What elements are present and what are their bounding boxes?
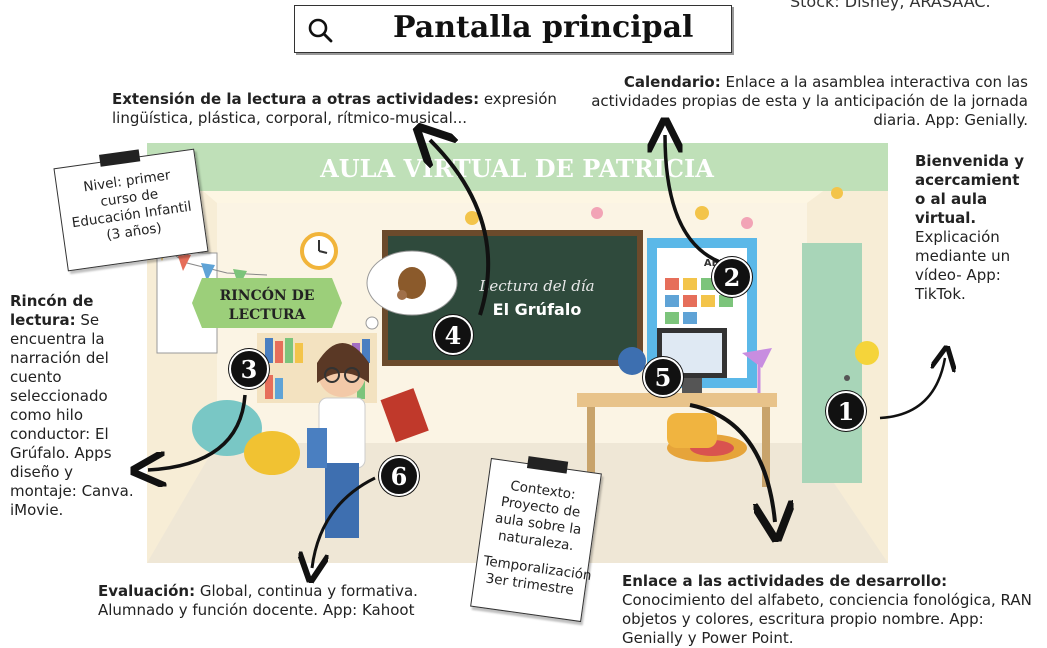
annotation-rincon: Rincón de lectura: Se encuentra la narra… <box>10 292 142 520</box>
badge-3[interactable]: 3 <box>229 349 269 389</box>
stock-credit: Stock: Disney, ARASAAC. <box>790 0 991 11</box>
annotation-enlace: Enlace a las actividades de desarrollo: … <box>622 572 1044 648</box>
annotation-enlace-text: Conocimiento del alfabeto, conciencia fo… <box>622 591 1032 647</box>
annotation-calendario-title: Calendario: <box>623 73 721 91</box>
annotation-extension: Extensión de la lectura a otras activida… <box>112 90 572 128</box>
reading-corner-sign-line2: LECTURA <box>229 307 307 323</box>
badge-6[interactable]: 6 <box>379 456 419 496</box>
reading-corner-sign-line1: RINCÓN DE <box>220 286 315 304</box>
board-line1: Lectura del día <box>478 277 594 295</box>
annotation-evaluacion-title: Evaluación: <box>98 582 196 600</box>
badge-1[interactable]: 1 <box>826 391 866 431</box>
annotation-extension-text: expresión lingüística, plástica, corpora… <box>112 90 557 127</box>
annotation-evaluacion: Evaluación: Global, continua y formativa… <box>98 582 448 620</box>
note-level-text: Nivel: primer curso de Educación Infanti… <box>70 167 193 244</box>
annotation-rincon-text: Se encuentra la narración del cuento sel… <box>10 311 134 519</box>
search-icon <box>308 18 333 43</box>
note-context-line1: Contexto: Proyecto de aula sobre la natu… <box>494 477 583 555</box>
title-search-box[interactable]: Pantalla principal <box>294 5 732 53</box>
annotation-bienvenida: Bienvenida y acercamient o al aula virtu… <box>915 152 1025 304</box>
banner-text: AULA VIRTUAL DE PATRICIA <box>319 154 714 183</box>
board-line2: El Grúfalo <box>493 300 582 319</box>
badge-4[interactable]: 4 <box>433 315 473 355</box>
badge-2[interactable]: 2 <box>712 257 752 297</box>
note-level: Nivel: primer curso de Educación Infanti… <box>53 148 209 272</box>
annotation-rincon-title: Rincón de lectura: <box>10 292 94 329</box>
badge-5[interactable]: 5 <box>643 357 683 397</box>
tape-decoration <box>99 149 141 167</box>
note-context: Contexto: Proyecto de aula sobre la natu… <box>470 456 602 623</box>
annotation-bienvenida-title: Bienvenida y acercamient o al aula virtu… <box>915 152 1025 227</box>
annotation-calendario: Calendario: Enlace a la asamblea interac… <box>588 73 1028 130</box>
annotation-enlace-title: Enlace a las actividades de desarrollo: <box>622 572 948 590</box>
annotation-evaluacion-text: Global, continua y formativa. Alumnado y… <box>98 582 418 619</box>
annotation-calendario-text: Enlace a la asamblea interactiva con las… <box>591 73 1028 129</box>
annotation-bienvenida-text: Explicación mediante un vídeo- App: TikT… <box>915 228 1011 303</box>
arrow-1-bienvenida <box>879 358 945 420</box>
annotation-extension-title: Extensión de la lectura a otras activida… <box>112 90 480 108</box>
page-title: Pantalla principal <box>393 10 694 45</box>
